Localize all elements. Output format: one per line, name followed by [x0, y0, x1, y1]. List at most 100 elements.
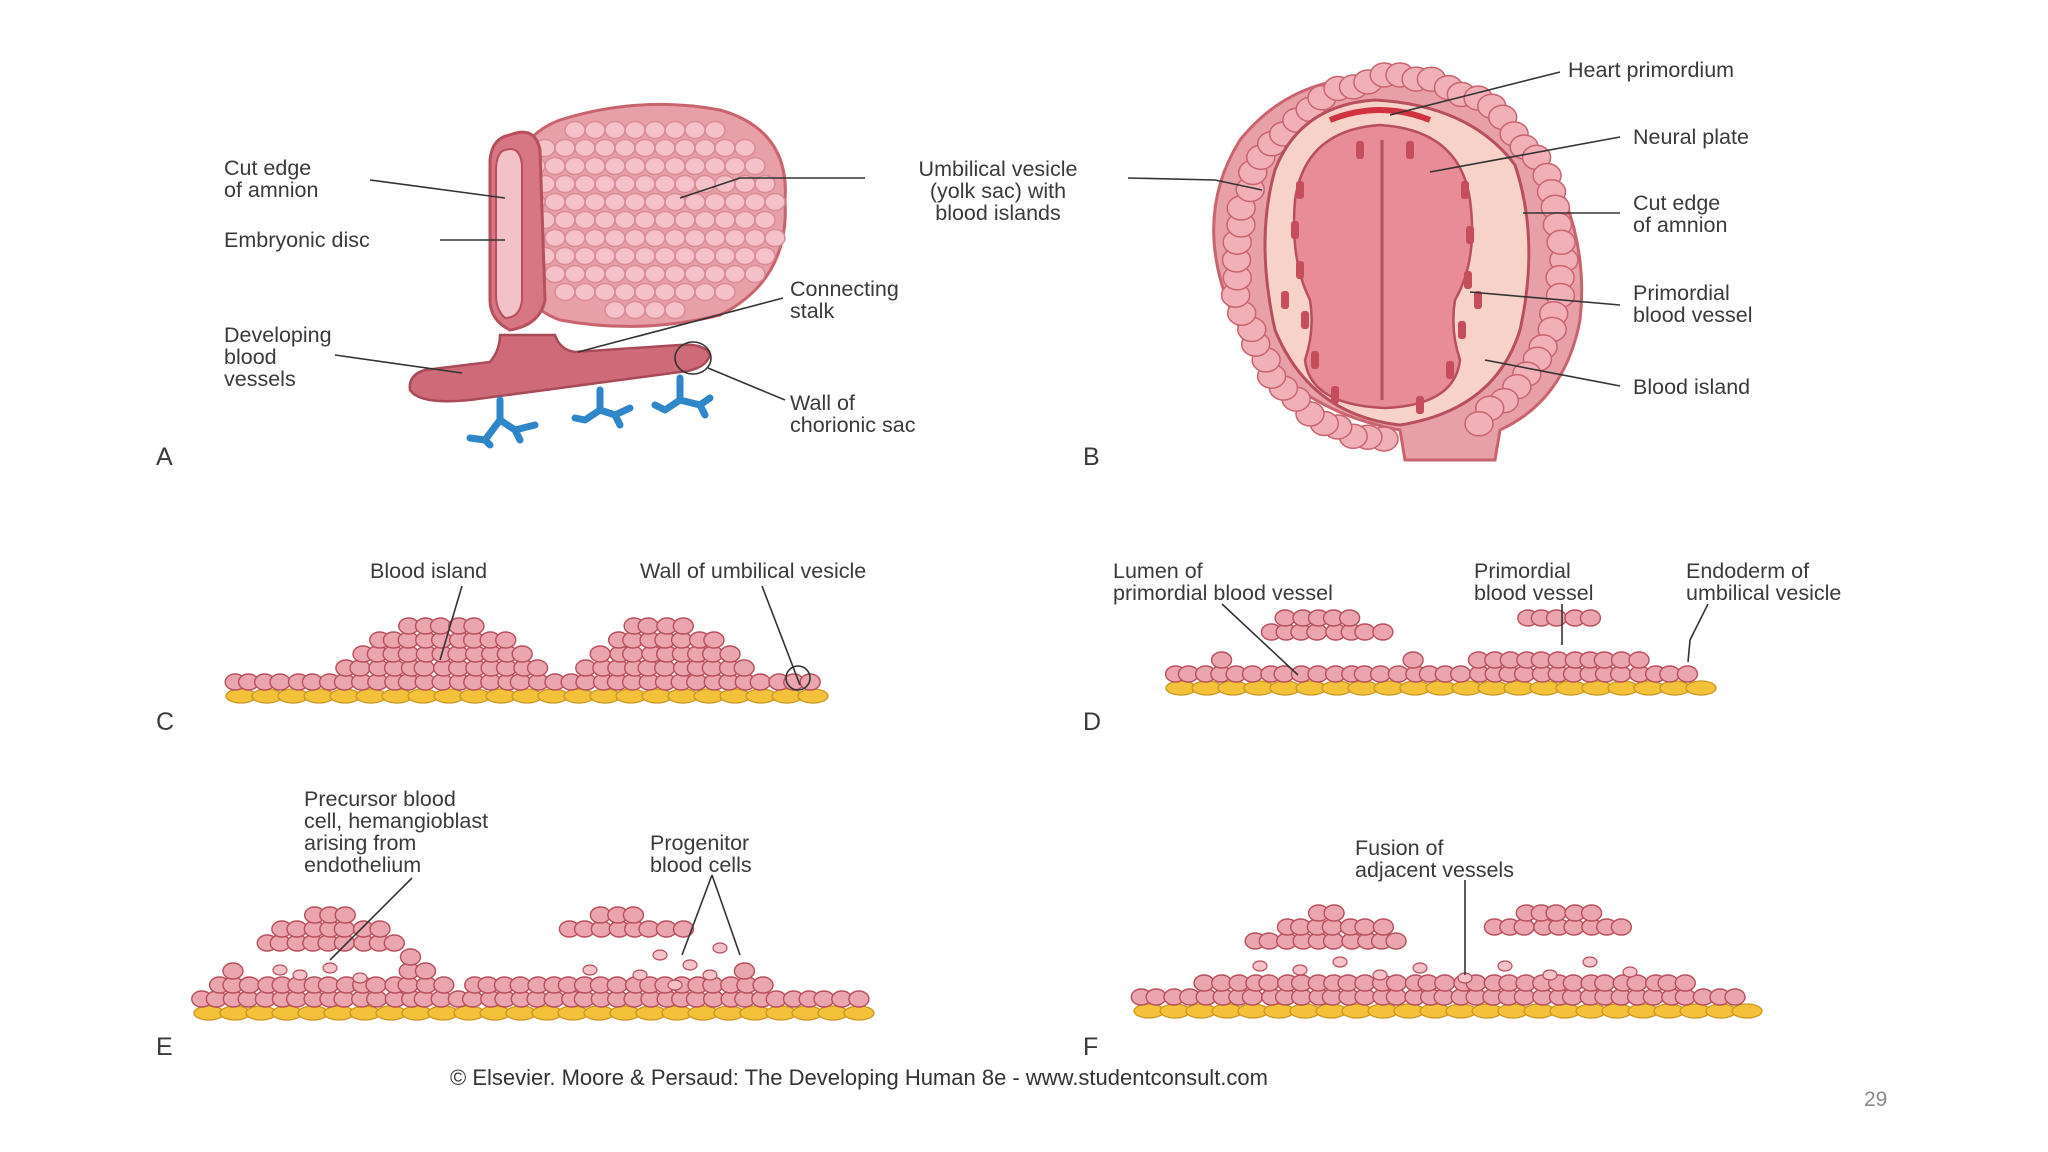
mesoderm-cell: [637, 617, 659, 635]
yolk-cell: [574, 174, 596, 194]
label-blood-island-b: Blood island: [1633, 375, 1750, 399]
primordial-vessel-segment: [1474, 291, 1482, 309]
primordial-vessel-segment: [1458, 321, 1466, 339]
yolk-cell: [554, 210, 576, 230]
yolk-cell: [664, 156, 686, 176]
yolk-cell: [754, 246, 776, 266]
villus-2: [571, 386, 634, 429]
yolk-cell: [684, 264, 706, 284]
yolk-cell: [764, 192, 786, 212]
label-cut-edge-a-1: Cut edge: [224, 156, 311, 180]
free-blood-cell: [1292, 964, 1308, 976]
panel-a: Cut edge of amnion Embryonic disc Develo…: [156, 102, 1078, 471]
endoderm-cell: [1685, 680, 1717, 696]
yolk-cell: [604, 192, 626, 212]
yolk-cell: [734, 210, 756, 230]
yolk-cell: [574, 210, 596, 230]
yolk-cell: [624, 120, 646, 140]
yolk-cell: [714, 246, 736, 266]
mesoderm-cell: [1449, 665, 1472, 683]
yolk-cell: [664, 228, 686, 248]
yolk-cell: [594, 282, 616, 302]
mesoderm-cell: [749, 673, 771, 691]
yolk-cell: [554, 282, 576, 302]
mesoderm-cell: [1241, 665, 1264, 683]
yolk-cell: [634, 282, 656, 302]
label-endo-d-1: Endoderm of: [1686, 559, 1809, 583]
yolk-cell: [714, 138, 736, 158]
free-blood-cell: [322, 962, 338, 974]
label-umbilical-2: (yolk sac) with: [930, 179, 1066, 203]
label-fusion-1: Fusion of: [1355, 836, 1443, 860]
mesoderm-cell: [414, 962, 437, 980]
yolk-cell: [584, 192, 606, 212]
yolk-cell: [754, 174, 776, 194]
yolk-cell: [564, 264, 586, 284]
mesoderm-cell: [1258, 974, 1280, 992]
free-blood-cell: [292, 969, 308, 981]
mesoderm-cell: [1385, 932, 1407, 950]
label-stalk-1: Connecting: [790, 277, 899, 301]
yolk-cell: [714, 210, 736, 230]
label-umbilical-1: Umbilical vesicle: [919, 157, 1078, 181]
mesoderm-cell: [1385, 974, 1408, 992]
panel-letter-d: D: [1083, 708, 1101, 736]
mesoderm-cell: [463, 617, 485, 635]
free-blood-cell: [702, 969, 718, 981]
label-prim-d-1: Primordial: [1474, 559, 1571, 583]
mesoderm-cell: [719, 645, 741, 663]
free-blood-cell: [667, 979, 683, 991]
primordial-vessel-segment: [1296, 261, 1304, 279]
vessel-tissue-d: [1164, 609, 1717, 696]
mesoderm-cell: [1580, 904, 1603, 922]
yolk-cell: [654, 210, 676, 230]
free-blood-cell: [1252, 960, 1268, 972]
primordial-vessel-segment: [1466, 226, 1474, 244]
mesoderm-cell: [349, 659, 371, 677]
yolk-cell: [734, 246, 756, 266]
mesoderm-cell: [317, 976, 340, 994]
page-number: 29: [1864, 1088, 1887, 1111]
leader-endo-d: [1687, 603, 1709, 663]
yolk-cell: [614, 282, 636, 302]
primordial-vessel-segment: [1291, 221, 1299, 239]
mesoderm-cell: [672, 617, 695, 635]
yolk-cell-b: [1464, 411, 1494, 437]
fused-vessel-tissue-f: [1130, 904, 1763, 1019]
yolk-cell: [644, 120, 666, 140]
mesoderm-cell: [1323, 904, 1345, 922]
yolk-cell: [544, 156, 566, 176]
yolk-cell: [604, 264, 626, 284]
label-umbilical-3: blood islands: [935, 201, 1061, 225]
yolk-cell: [694, 246, 716, 266]
free-blood-cell: [712, 942, 728, 954]
mesoderm-cell: [848, 990, 870, 1008]
primordial-vessel-segment: [1464, 271, 1472, 289]
yolk-cell: [664, 120, 686, 140]
yolk-cell: [714, 282, 736, 302]
label-stalk-2: stalk: [790, 299, 834, 323]
yolk-cell: [654, 138, 676, 158]
yolk-cell: [694, 282, 716, 302]
mesoderm-cell: [733, 659, 755, 677]
yolk-cell: [554, 138, 576, 158]
label-dev-vessels-2: blood: [224, 345, 277, 369]
yolk-cell: [724, 156, 746, 176]
label-prim-d-2: blood vessel: [1474, 581, 1594, 605]
yolk-cell: [624, 192, 646, 212]
yolk-cell: [684, 120, 706, 140]
yolk-sac-cells-b: [1220, 62, 1579, 452]
yolk-cell: [634, 246, 656, 266]
free-blood-cell: [652, 949, 668, 961]
mesoderm-cell: [238, 976, 261, 994]
panel-b: Heart primordium Neural plate Cut edge o…: [1083, 58, 1753, 471]
yolk-cell: [664, 300, 686, 320]
leader-blood-island-b: [1484, 359, 1621, 387]
yolk-cell: [644, 300, 666, 320]
yolk-cell: [684, 156, 706, 176]
yolk-cell: [654, 174, 676, 194]
mesoderm-cell: [1628, 651, 1650, 669]
villus-3: [651, 374, 714, 419]
yolk-cell: [744, 228, 766, 248]
leader-wall-c: [761, 585, 801, 686]
